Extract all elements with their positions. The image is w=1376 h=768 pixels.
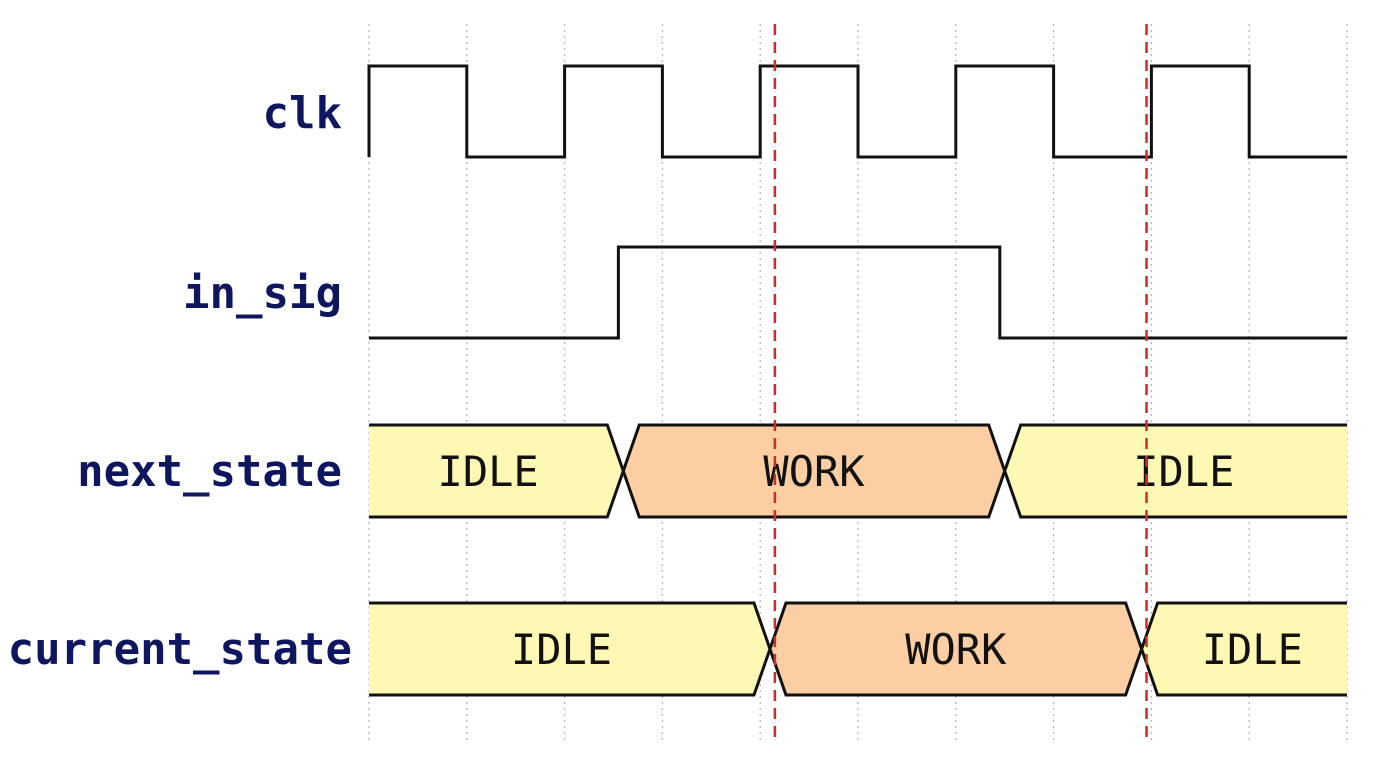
next-state-segment-outline: [621, 423, 1007, 519]
signal-label-current-state: current_state: [8, 624, 352, 675]
current-state-segment-outline: [369, 601, 772, 697]
next-state-segment-outline: [1003, 423, 1347, 519]
next-state-segment-outline: [369, 423, 625, 519]
next-state-state-label: WORK: [763, 447, 865, 496]
clk-waveform: [367, 64, 1347, 159]
current-state-state-label: IDLE: [511, 625, 612, 674]
signal-label-clk: clk: [263, 88, 342, 139]
next-state-segment-work: [623, 425, 1005, 517]
waveforms: IDLE WORK IDLE IDLE WORK IDLE: [367, 64, 1347, 697]
current-state-state-label: WORK: [905, 625, 1007, 674]
current-state-segment-idle: [369, 603, 770, 695]
in-sig-waveform: [369, 245, 1347, 340]
next-state-segment-idle: [1004, 425, 1347, 517]
signal-label-in-sig: in_sig: [183, 268, 342, 319]
next-state-state-label: IDLE: [1133, 447, 1234, 496]
next-state-state-label: IDLE: [438, 447, 539, 496]
current-state-segment-work: [769, 603, 1142, 695]
signal-labels: clk in_sig next_state current_state: [8, 88, 352, 675]
signal-label-next-state: next_state: [77, 446, 342, 497]
clock-edge-markers: [773, 24, 1148, 742]
next-state-segment-idle: [369, 425, 624, 517]
current-state-state-label: IDLE: [1202, 625, 1303, 674]
current-state-segment-idle: [1141, 603, 1347, 695]
current-state-segment-outline: [768, 601, 1144, 697]
